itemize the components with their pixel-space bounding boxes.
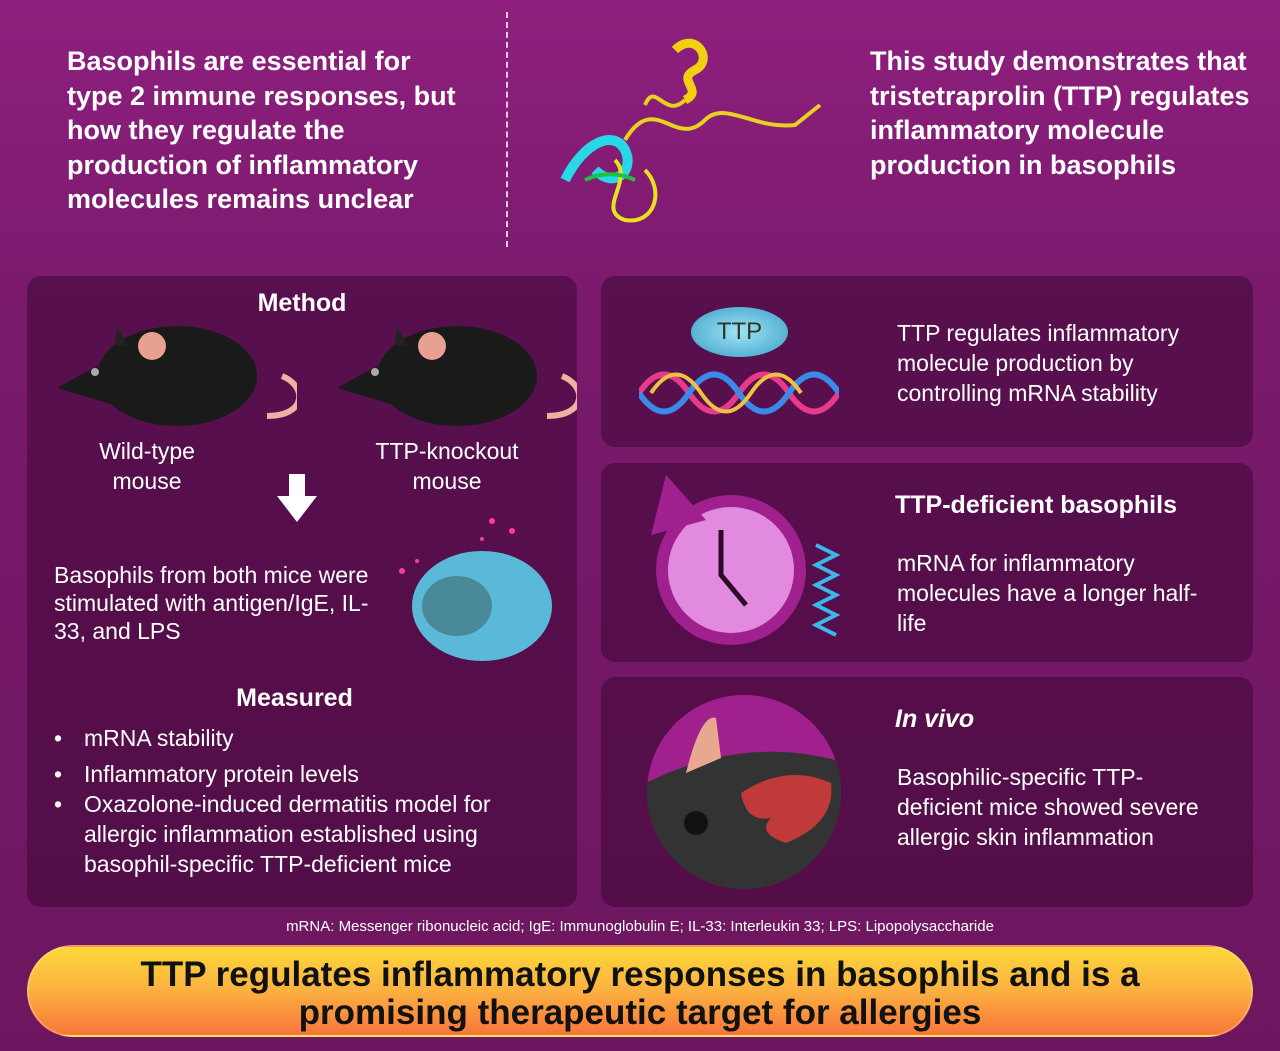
ttp-knockout-mouse-icon [337,326,577,426]
method-panel: Method Wild-type mouse TTP-knockout mous… [27,276,577,907]
measured-title: Measured [236,684,353,712]
ttp-badge: TTP [691,307,788,357]
wild-type-label: Wild-type mouse [99,438,195,494]
method-title: Method [257,289,347,317]
study-text: This study demonstrates that tristetrapr… [870,46,1250,180]
arrow-down-icon [277,474,317,522]
in-vivo-text: Basophilic-specific TTP-deficient mice s… [897,764,1199,850]
allergic-mouse-icon [647,695,841,889]
deficient-text: mRNA for inflammatory molecules have a l… [897,550,1198,636]
measured-item: mRNA stability [54,723,554,753]
measured-list: mRNA stability Inflammatory protein leve… [54,723,554,879]
conclusion-banner: TTP regulates inflammatory responses in … [27,945,1253,1037]
stimulation-text: Basophils from both mice were stimulated… [54,562,369,644]
mechanism-text: TTP regulates inflammatory molecule prod… [897,320,1180,406]
basophil-cell-icon [399,518,552,661]
mechanism-panel: TTP TTP regulates inflammatory molecule … [601,276,1253,447]
clock-icon [651,475,841,645]
ttp-knockout-label: TTP-knockout mouse [375,438,519,494]
in-vivo-panel: In vivo Basophilic-specific TTP-deficien… [601,677,1253,907]
measured-item: Oxazolone-induced dermatitis model for a… [54,789,554,879]
measured-item: Inflammatory protein levels [54,759,554,789]
footnote: mRNA: Messenger ribonucleic acid; IgE: I… [286,918,994,935]
divider [506,12,508,247]
conclusion-text: TTP regulates inflammatory responses in … [140,955,1140,1032]
protein-structure-illustration [560,38,822,223]
deficient-title: TTP-deficient basophils [895,491,1177,519]
dna-icon [639,371,839,415]
deficient-panel: TTP-deficient basophils mRNA for inflamm… [601,463,1253,662]
wild-type-mouse-icon [57,326,297,426]
in-vivo-title: In vivo [895,705,975,733]
intro-text: Basophils are essential for type 2 immun… [67,46,456,214]
